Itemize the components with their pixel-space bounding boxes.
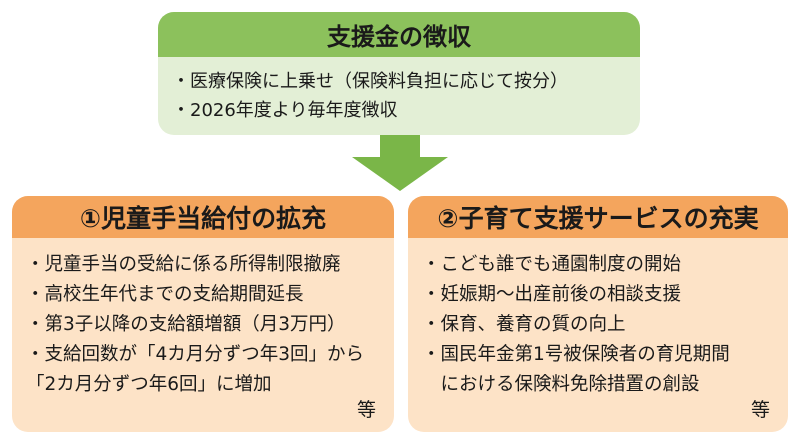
list-item: ・保育、養育の質の向上 [422, 314, 626, 335]
childcare-services-title: ②子育て支援サービスの充実 [408, 196, 788, 238]
funding-collection-title: 支援金の徴収 [158, 12, 640, 57]
list-item: 「2カ月分ずつ年6回」に増加 [26, 374, 272, 395]
child-allowance-box: ①児童手当給付の拡充 ・児童手当の受給に係る所得制限撤廃 ・高校生年代までの支給… [12, 196, 394, 432]
list-item: ・国民年金第1号被保険者の育児期間 [422, 344, 730, 365]
etc-label: 等 [356, 399, 376, 421]
list-item: ・医療保険に上乗せ（保険料負担に応じて按分） [172, 71, 568, 92]
funding-collection-list: ・医療保険に上乗せ（保険料負担に応じて按分） ・2026年度より毎年度徴収 [158, 57, 640, 125]
list-item: ・妊娠期～出産前後の相談支援 [422, 284, 682, 305]
childcare-services-list: ・こども誰でも通園制度の開始 ・妊娠期～出産前後の相談支援 ・保育、養育の質の向… [408, 238, 788, 400]
funding-collection-box: 支援金の徴収 ・医療保険に上乗せ（保険料負担に応じて按分） ・2026年度より毎… [158, 12, 640, 135]
list-item: における保険料免除措置の創設 [422, 374, 700, 395]
list-item: ・2026年度より毎年度徴収 [172, 100, 398, 121]
list-item: ・児童手当の受給に係る所得制限撤廃 [26, 254, 341, 275]
list-item: ・高校生年代までの支給期間延長 [26, 284, 304, 305]
child-allowance-list: ・児童手当の受給に係る所得制限撤廃 ・高校生年代までの支給期間延長 ・第3子以降… [12, 238, 394, 400]
childcare-services-box: ②子育て支援サービスの充実 ・こども誰でも通園制度の開始 ・妊娠期～出産前後の相… [408, 196, 788, 432]
list-item: ・第3子以降の支給額増額（月3万円） [26, 314, 346, 335]
down-arrow-icon [352, 135, 448, 191]
child-allowance-title: ①児童手当給付の拡充 [12, 196, 394, 238]
list-item: ・支給回数が「4カ月分ずつ年3回」から [26, 344, 365, 365]
etc-label: 等 [750, 399, 770, 421]
list-item: ・こども誰でも通園制度の開始 [422, 254, 682, 275]
